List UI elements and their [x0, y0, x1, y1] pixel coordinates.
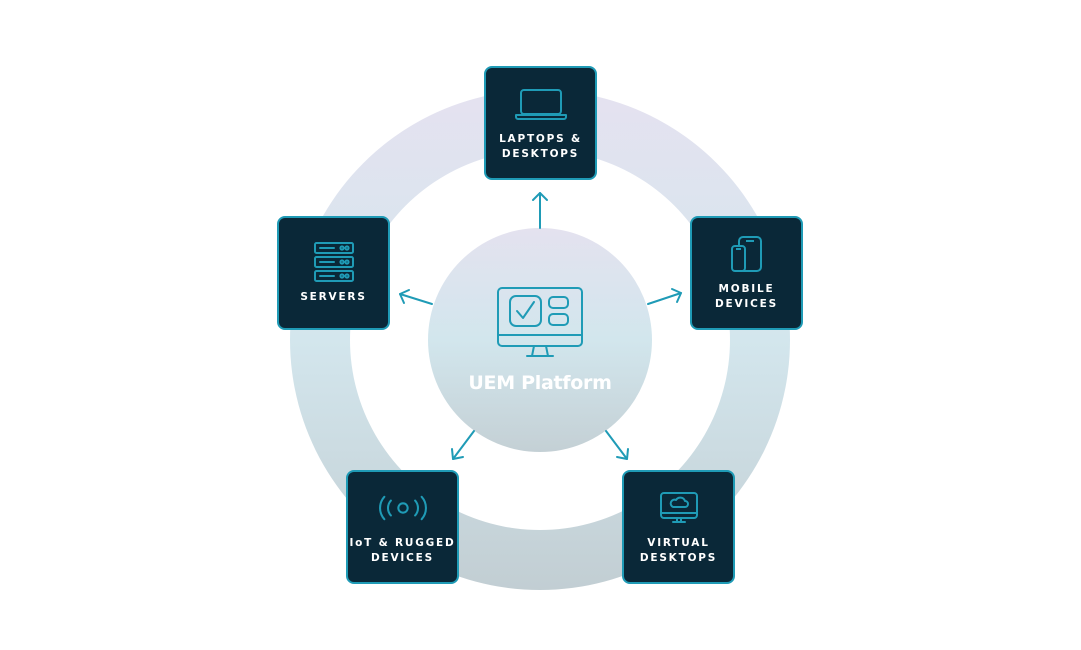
cloud-monitor-icon	[651, 488, 707, 528]
node-label: SERVERS	[300, 290, 367, 303]
node-laptops-desktops[interactable]: LAPTOPS & DESKTOPS	[484, 66, 597, 180]
arrow-to-virtual	[605, 430, 629, 460]
signal-broadcast-icon	[375, 488, 431, 528]
arrow-to-iot	[451, 430, 475, 460]
node-label: VIRTUAL DESKTOPS	[639, 537, 718, 564]
laptop-icon	[513, 84, 569, 124]
node-virtual-desktops[interactable]: VIRTUAL DESKTOPS	[622, 470, 735, 584]
server-rack-icon	[306, 241, 362, 282]
arrow-to-laptops	[532, 192, 548, 229]
node-label: MOBILE DEVICES	[715, 283, 778, 310]
mobile-tablet-icon	[719, 234, 775, 274]
node-iot-rugged-devices[interactable]: IoT & RUGGED DEVICES	[346, 470, 459, 584]
node-servers[interactable]: SERVERS	[277, 216, 390, 330]
monitor-checklist-icon	[497, 287, 583, 357]
node-mobile-devices[interactable]: MOBILE DEVICES	[690, 216, 803, 330]
arrow-to-servers	[399, 289, 433, 305]
node-label: LAPTOPS & DESKTOPS	[499, 133, 582, 160]
uem-platform-core	[428, 228, 652, 452]
arrow-to-mobile	[647, 288, 682, 305]
center-label: UEM Platform	[468, 372, 612, 394]
node-label: IoT & RUGGED DEVICES	[349, 537, 456, 564]
